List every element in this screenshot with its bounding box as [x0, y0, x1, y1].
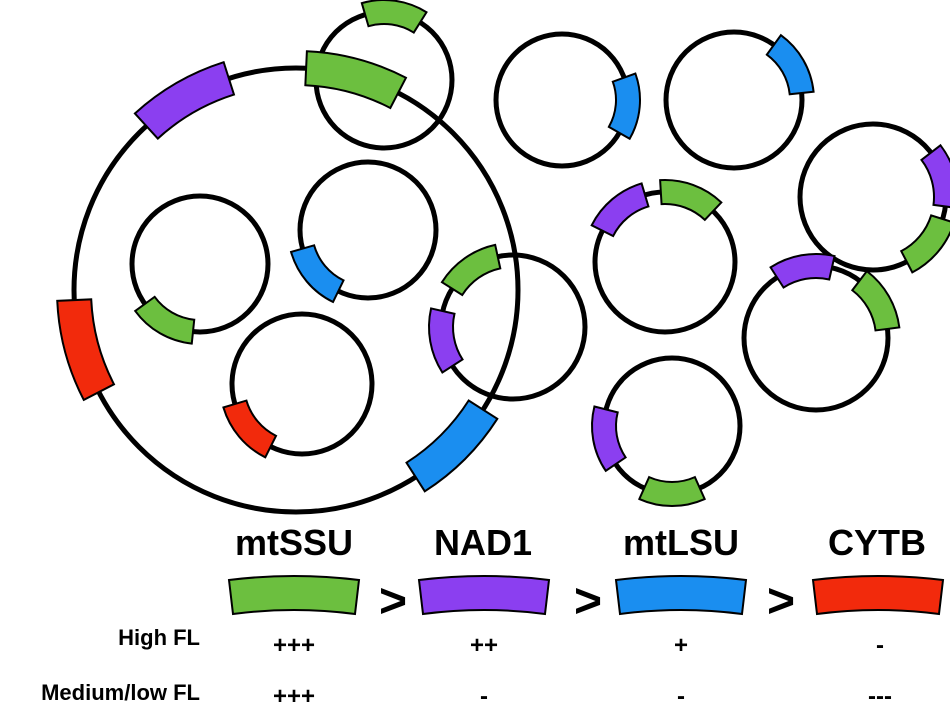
greater-than-sign: >	[574, 575, 602, 628]
gene-label-mtLSU: mtLSU	[623, 522, 739, 563]
circle-3	[663, 29, 805, 171]
segment-nad1	[590, 182, 650, 238]
level-high-CYTB: -	[876, 632, 884, 659]
circle-2	[493, 31, 631, 169]
segment-nad1	[591, 405, 628, 473]
segment-mtssu	[440, 243, 502, 297]
level-high-mtSSU: +++	[273, 632, 315, 659]
gene-label-mtSSU: mtSSU	[235, 522, 353, 563]
level-low-mtSSU: +++	[273, 683, 315, 708]
segment-nad1	[769, 253, 836, 289]
segment-cytb	[222, 399, 278, 459]
segment-mtssu	[899, 214, 950, 274]
gene-label-NAD1: NAD1	[434, 522, 532, 563]
segment-mtlsu	[765, 33, 815, 96]
circle-10	[229, 311, 375, 457]
legend-bar-mtLSU	[614, 575, 748, 616]
big-circle	[71, 65, 521, 515]
segment-mtssu	[659, 179, 723, 222]
segment-mtssu	[133, 295, 196, 345]
greater-than-sign: >	[767, 575, 795, 628]
legend-bar-NAD1	[417, 575, 551, 616]
circle-11	[601, 355, 743, 497]
segment-nad1	[920, 143, 950, 209]
segment-mtssu	[638, 475, 706, 507]
legend-bar-CYTB	[811, 575, 945, 616]
segment-mtlsu	[607, 72, 641, 141]
row-label-high-fl: High FL	[118, 625, 200, 650]
segment-nad1	[428, 307, 464, 374]
gene-label-CYTB: CYTB	[828, 522, 926, 563]
circle-6	[297, 159, 439, 301]
segment-nad1	[133, 60, 236, 141]
level-low-CYTB: ---	[868, 683, 892, 708]
segment-cytb	[56, 298, 116, 402]
level-low-NAD1: -	[480, 683, 488, 708]
level-low-mtLSU: -	[677, 683, 685, 708]
segment-mtlsu	[405, 399, 499, 493]
level-high-mtLSU: +	[674, 632, 688, 659]
segment-mtssu	[850, 269, 901, 332]
legend-bar-mtSSU	[227, 575, 361, 616]
legend: mtSSU NAD1 mtLSU CYTB > > > High FL Medi…	[41, 522, 945, 708]
greater-than-sign: >	[379, 575, 407, 628]
segment-mtssu	[360, 0, 428, 34]
circle-5	[129, 193, 271, 335]
segment-mtssu	[304, 50, 408, 110]
segments-layer	[56, 0, 950, 507]
segment-mtlsu	[289, 244, 345, 304]
level-high-NAD1: ++	[470, 632, 498, 659]
row-label-medium-low-fl: Medium/low FL	[41, 680, 200, 705]
